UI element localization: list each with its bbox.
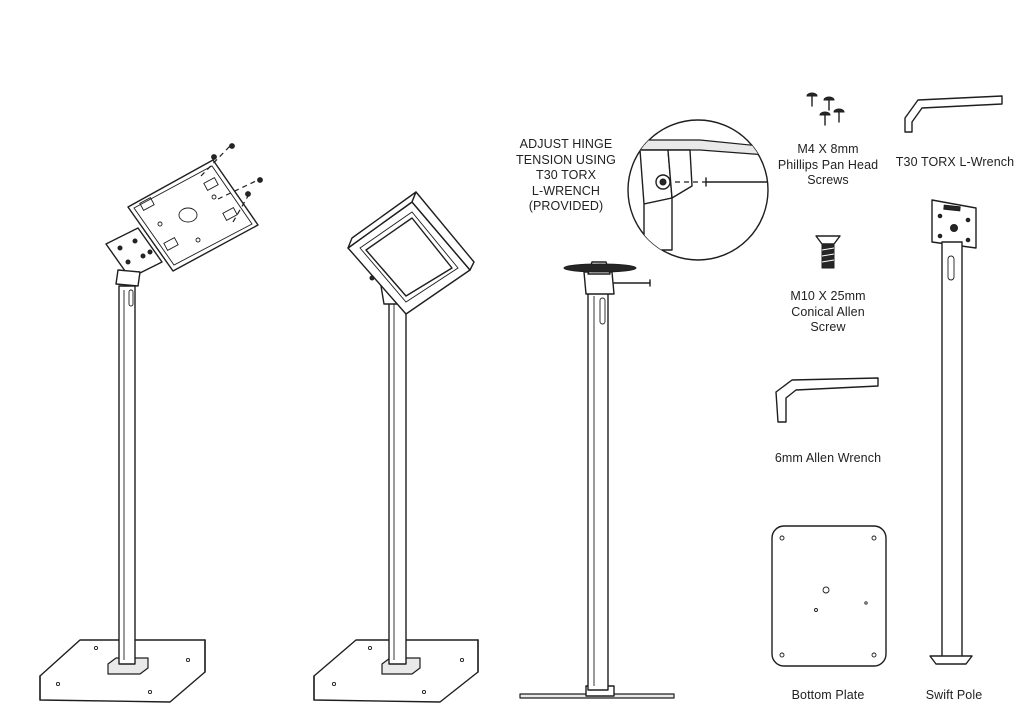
t30-torx-wrench-icon	[904, 95, 1003, 133]
stand-exploded-bracket	[39, 143, 263, 703]
hinge-detail-callout	[627, 119, 769, 261]
swift-pole-label: Swift Pole	[925, 688, 983, 702]
m4-screws-label: M4 X 8mm Phillips Pan Head Screws	[777, 142, 879, 187]
swift-pole-icon	[929, 199, 977, 665]
stand-with-swivel-plate	[519, 261, 675, 699]
m10-screw-label: M10 X 25mm Conical Allen Screw	[790, 289, 866, 334]
stand-assembled-enclosure	[313, 191, 479, 703]
hinge-tension-note: ADJUST HINGE TENSION USING T30 TORX L-WR…	[516, 137, 616, 213]
bottom-plate-label: Bottom Plate	[791, 688, 865, 702]
m4-screws-icon	[806, 92, 845, 126]
t30-torx-wrench-label: T30 TORX L-Wrench	[895, 155, 1015, 169]
allen-wrench-label: 6mm Allen Wrench	[774, 451, 882, 465]
bottom-plate-icon	[771, 525, 887, 667]
allen-wrench-icon	[775, 377, 879, 423]
m10-conical-screw-icon	[815, 235, 841, 269]
